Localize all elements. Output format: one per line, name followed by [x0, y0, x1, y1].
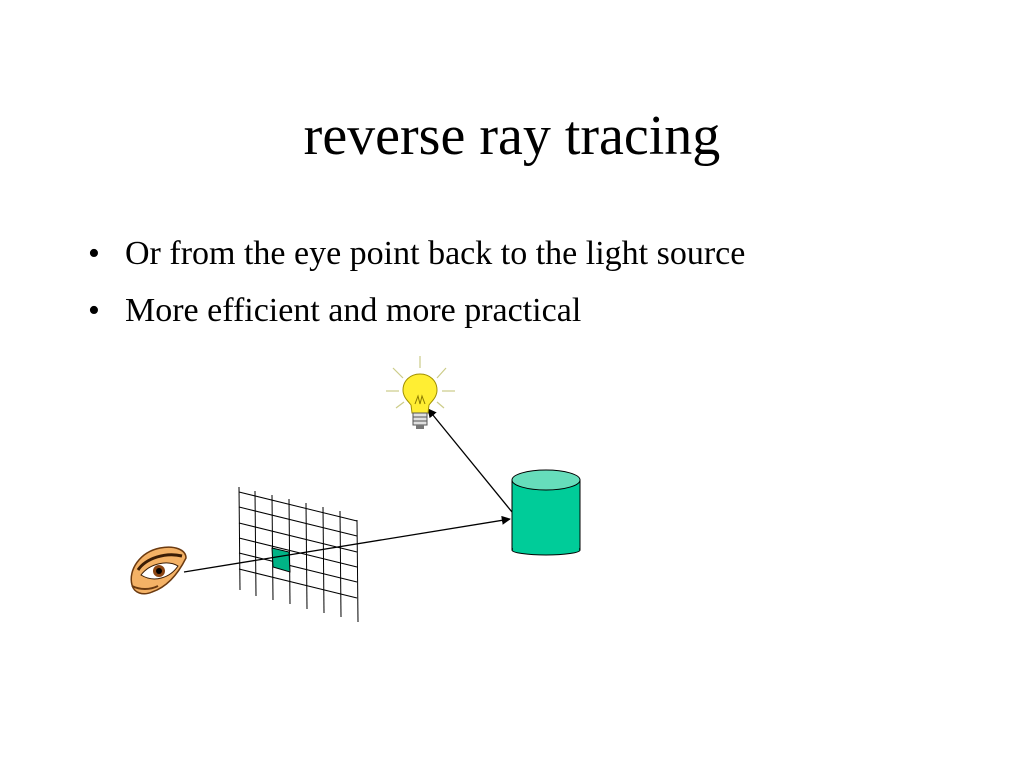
- bullet-text: Or from the eye point back to the light …: [125, 235, 746, 272]
- pixel-grid: [238, 486, 359, 623]
- bullet-item: • Or from the eye point back to the ligh…: [88, 228, 745, 280]
- bullet-list: • Or from the eye point back to the ligh…: [88, 228, 745, 342]
- ray-eye-to-object: [183, 515, 511, 573]
- slide-title: reverse ray tracing: [303, 105, 721, 167]
- ray-object-to-light: [427, 408, 513, 513]
- cylinder-object: [511, 469, 581, 556]
- bullet-symbol: •: [88, 235, 100, 272]
- bullet-item: • More efficient and more practical: [88, 285, 745, 337]
- light-bulb-icon: [386, 356, 455, 429]
- bullet-symbol: •: [88, 292, 100, 329]
- eye-icon: [130, 546, 187, 595]
- highlighted-pixel: [271, 547, 291, 573]
- bullet-text: More efficient and more practical: [125, 292, 582, 329]
